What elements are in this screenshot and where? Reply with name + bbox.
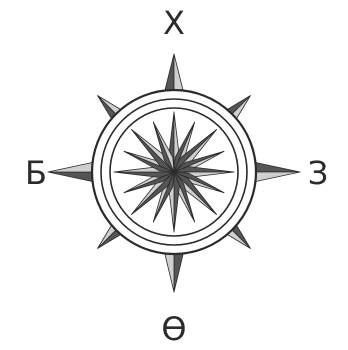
east-label: З [308,154,329,192]
north-label: Х [163,4,185,42]
west-label: Б [25,154,47,192]
south-label: Ө [161,310,186,348]
center-dot [172,170,176,174]
